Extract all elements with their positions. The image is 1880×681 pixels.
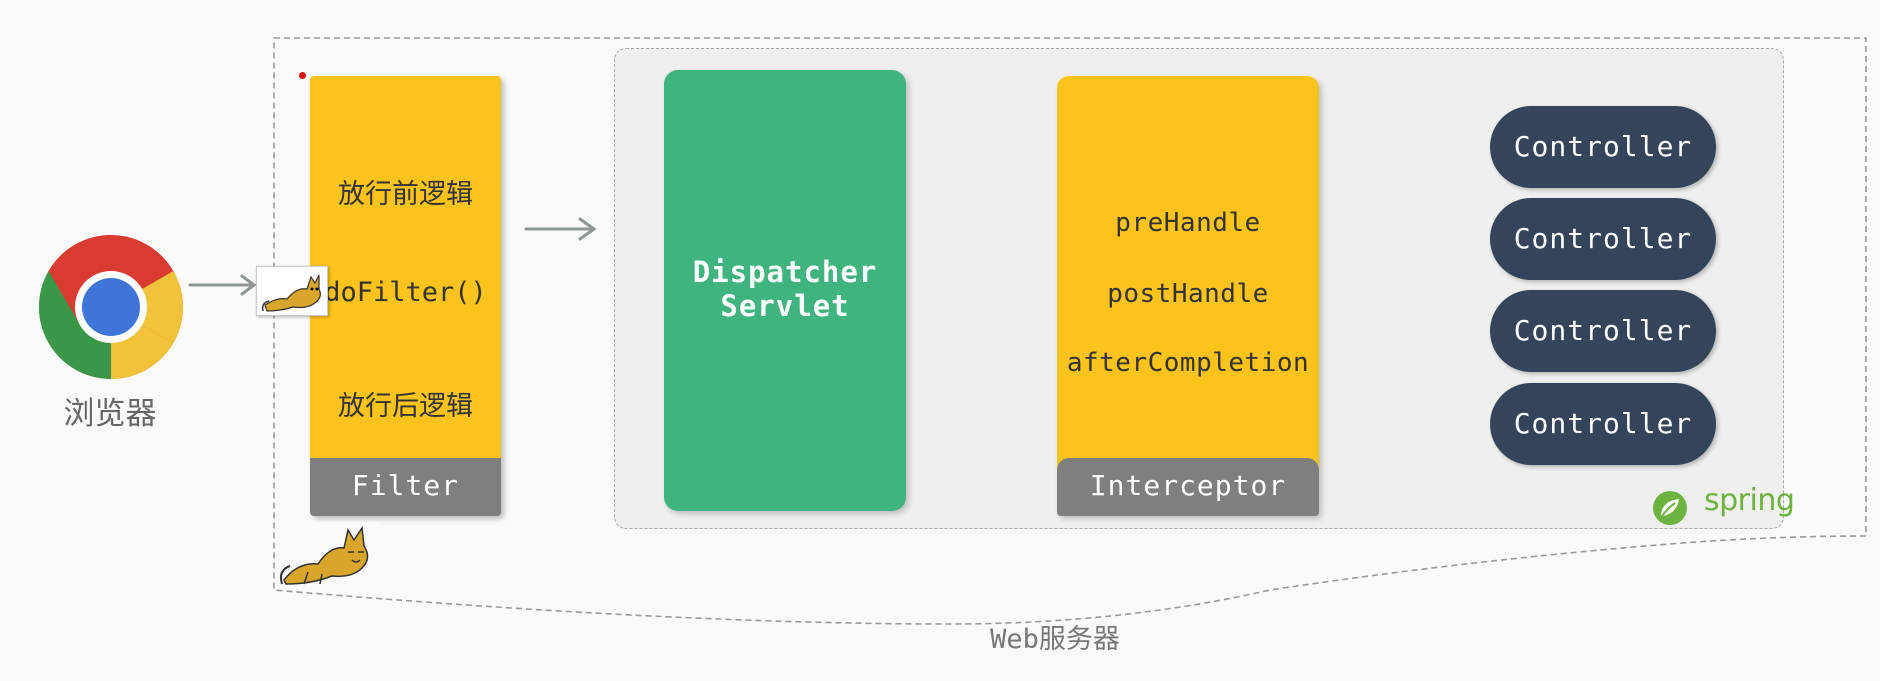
dispatcher-line-2: Servlet [720, 289, 850, 323]
controller-2: Controller [1490, 198, 1716, 280]
filter-before-text: 放行前逻辑 [338, 179, 473, 210]
controller-3: Controller [1490, 290, 1716, 372]
web-server-outline [273, 37, 1867, 625]
browser-label: 浏览器 [63, 396, 157, 432]
filter-box: 放行前逻辑 doFilter() 放行后逻辑 Filter [310, 76, 501, 516]
filter-after-text: 放行后逻辑 [338, 391, 473, 422]
tomcat-icon [278, 522, 380, 588]
interceptor-box: preHandle postHandle afterCompletion Int… [1057, 76, 1319, 516]
controller-1: Controller [1490, 106, 1716, 188]
filter-footer-label: Filter [310, 458, 501, 516]
dispatcher-servlet-box: Dispatcher Servlet [664, 70, 906, 511]
chrome-icon [38, 234, 184, 380]
dispatcher-line-1: Dispatcher [692, 255, 878, 289]
interceptor-method-aftercompletion: afterCompletion [1066, 348, 1310, 378]
dispatcher-servlet-label: Dispatcher Servlet [664, 255, 906, 323]
filter-method-text: doFilter() [324, 277, 487, 308]
arrow-filter-to-spring-head [578, 217, 597, 241]
interceptor-method-prehandle: preHandle [1115, 208, 1261, 238]
marker-dot [299, 72, 306, 79]
interceptor-method-posthandle: postHandle [1107, 279, 1269, 309]
spring-leaf-icon [1653, 491, 1687, 525]
arrow-browser-to-filter-head [240, 274, 257, 296]
web-server-label: Web服务器 [990, 624, 1120, 655]
controller-4: Controller [1490, 383, 1716, 465]
tomcat-badge-icon [256, 266, 328, 316]
interceptor-footer-label: Interceptor [1057, 458, 1319, 516]
spring-label: spring [1704, 483, 1795, 518]
